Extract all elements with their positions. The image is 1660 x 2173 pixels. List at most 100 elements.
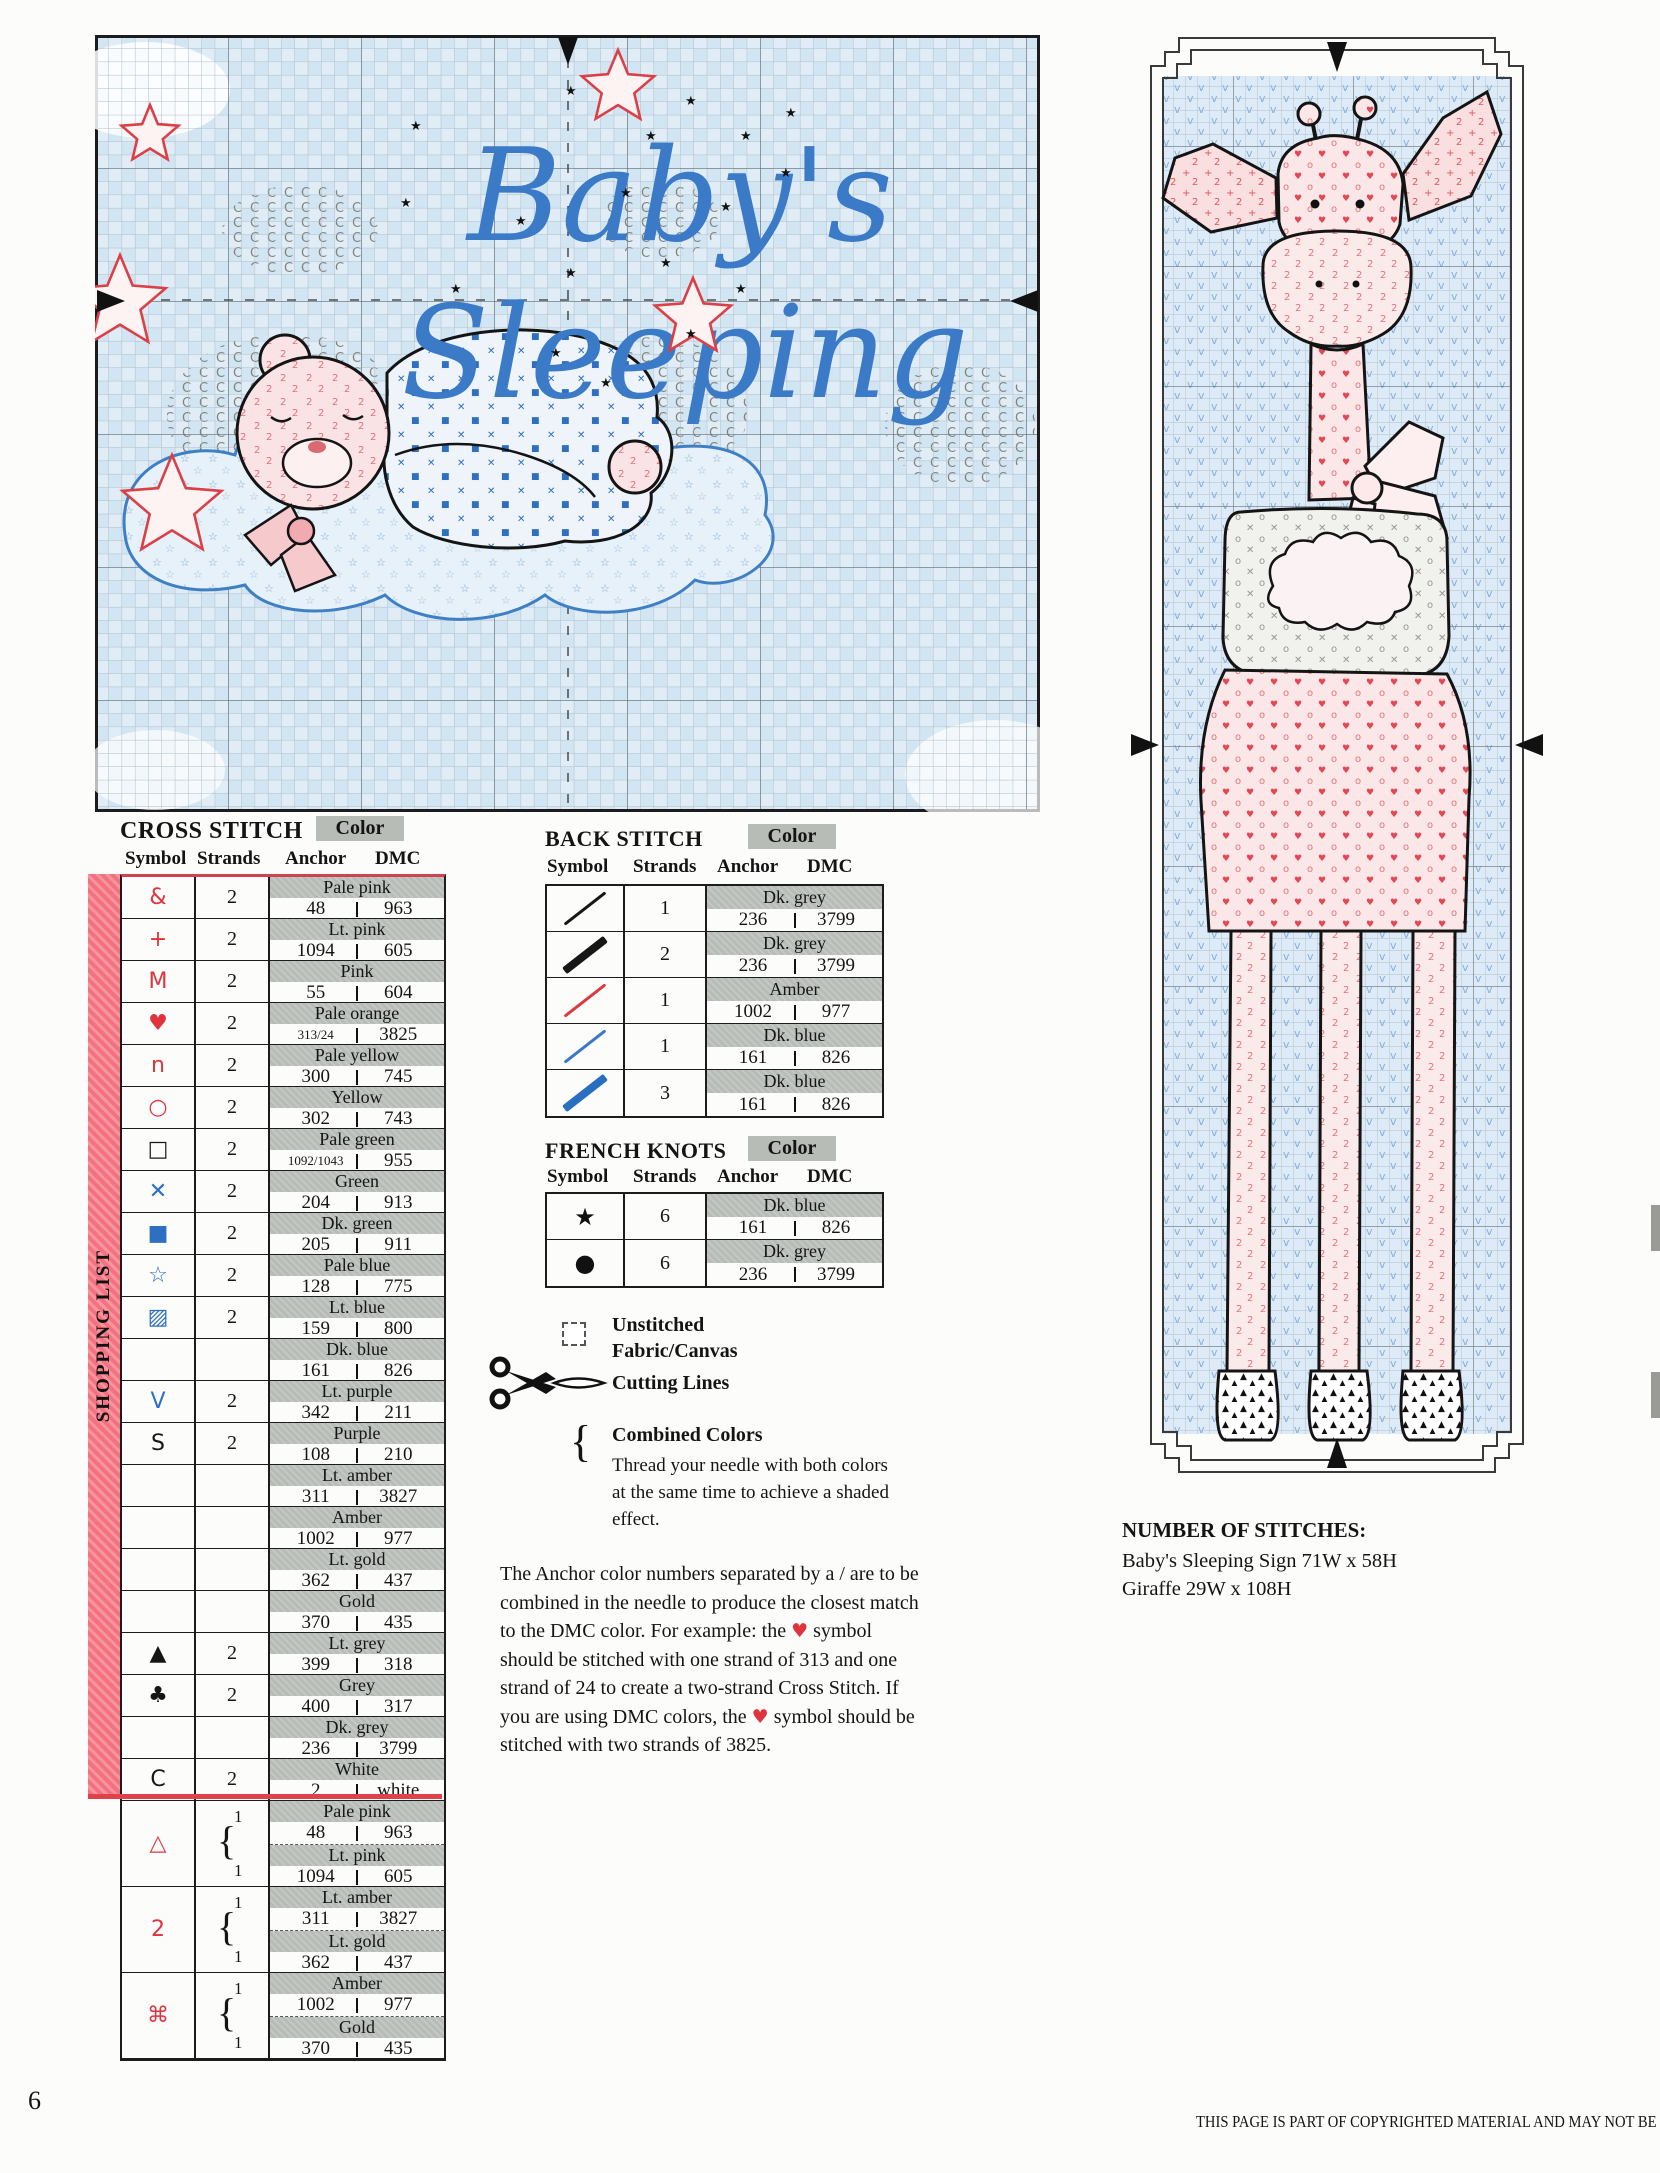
dmc-number: 317	[384, 1696, 413, 1717]
dmc-number: 745	[384, 1066, 413, 1087]
stitch-symbol: V	[150, 1388, 166, 1414]
col-symbol: Symbol	[547, 856, 609, 877]
stitch-symbol: △	[149, 1830, 167, 1856]
heart-icon: ♥	[791, 1620, 809, 1642]
bottom-center-arrow	[1327, 1438, 1347, 1468]
dmc-number: 826	[821, 1093, 851, 1115]
svg-text:★: ★	[780, 166, 792, 181]
color-entry: Purple 108 210	[270, 1423, 444, 1466]
strands-value: 2	[227, 1264, 237, 1286]
dmc-number: 963	[384, 1822, 413, 1843]
anchor-number: 2	[310, 1780, 321, 1801]
dmc-number: 775	[384, 1276, 413, 1297]
col-dmc: DMC	[807, 856, 853, 877]
color-entry: Amber 1002 977	[270, 1973, 444, 2016]
anchor-number: 236	[738, 1263, 768, 1285]
divider	[793, 1220, 796, 1236]
color-entry: Amber 1002 977	[707, 978, 882, 1023]
back-stitch-row: 1 Amber 1002 977	[547, 978, 882, 1024]
anchor-number: 342	[301, 1402, 330, 1423]
divider	[356, 943, 358, 959]
svg-text:★: ★	[735, 282, 747, 297]
stitch-symbol: 2	[151, 1916, 165, 1942]
anchor-number: 362	[301, 1570, 330, 1591]
color-name: Dk. green	[270, 1213, 444, 1234]
stitch-count-line: Baby's Sleeping Sign 71W x 58H	[1122, 1550, 1397, 1572]
divider	[356, 901, 358, 917]
color-name: Dk. blue	[707, 1070, 882, 1093]
dmc-number: 3827	[379, 1908, 418, 1929]
color-entry: Dk. grey 236 3799	[270, 1717, 444, 1760]
divider	[793, 1050, 796, 1066]
dmc-number: 963	[384, 898, 413, 919]
shopping-list-label: SHOPPING LIST	[93, 1249, 114, 1423]
color-name: Lt. gold	[270, 1931, 444, 1952]
color-name: White	[270, 1759, 444, 1780]
page-edge-mark	[1651, 1205, 1660, 1251]
strands-value: 2	[227, 1222, 237, 1244]
stitch-line-icon	[563, 1029, 607, 1064]
color-name: Gold	[270, 2017, 444, 2038]
page-number: 6	[28, 2086, 41, 2115]
color-entry: Dk. grey 236 3799	[707, 932, 882, 977]
divider	[356, 2041, 358, 2057]
anchor-number: 48	[306, 898, 326, 919]
number-of-stitches-title: NUMBER OF STITCHES:	[1122, 1518, 1367, 1542]
cross-stitch-row: □ 2 Pale green 1092/1043 955	[122, 1129, 444, 1171]
color-entry: Lt. grey 399 318	[270, 1633, 444, 1676]
cross-stitch-row: ♥ 2 Pale orange 313/24 3825	[122, 1003, 444, 1045]
bear-bow-knot	[286, 516, 316, 546]
french-knots-table: ★ 6 Dk. blue 161 826 ●	[545, 1192, 884, 1288]
color-name: Purple	[270, 1423, 444, 1444]
border-outer	[1150, 37, 1524, 1473]
strands-value: 2	[227, 1306, 237, 1328]
dmc-number: 3799	[817, 909, 855, 930]
color-entry: Pale pink 48 963	[270, 877, 444, 920]
color-name: Pale yellow	[270, 1045, 444, 1066]
dmc-number: 435	[384, 1612, 413, 1633]
dmc-number: 955	[384, 1150, 413, 1171]
cross-stitch-row: + 2 Lt. pink 1094 605	[122, 919, 444, 961]
divider	[793, 1267, 796, 1282]
color-name: Dk. grey	[707, 932, 882, 955]
color-entry: Lt. amber 311 3827	[270, 1887, 444, 1930]
divider	[356, 1997, 358, 2013]
color-entry: Grey 400 317	[270, 1675, 444, 1718]
bear-bow-right	[279, 533, 337, 593]
strands-value: 6	[625, 1194, 707, 1239]
strands-value: 1	[625, 886, 707, 931]
col-anchor: Anchor	[717, 856, 779, 877]
strands-brace: 1 { 1	[217, 1806, 243, 1880]
cross-stitch-row: △ 1 { 1 Pale pink	[122, 1801, 444, 1887]
divider	[356, 1237, 358, 1253]
stitch-line-icon	[562, 1073, 608, 1113]
dmc-number: 826	[821, 1217, 851, 1238]
color-entry: Gold 370 435	[270, 2016, 444, 2060]
stitch-line-icon	[563, 983, 607, 1018]
color-entry: Dk. blue 161 826	[707, 1194, 882, 1239]
divider	[356, 1869, 358, 1885]
dmc-number: 318	[384, 1654, 413, 1675]
combined-colors-description: Thread your needle with both colors at t…	[612, 1455, 889, 1530]
dmc-number: 3799	[817, 1263, 855, 1285]
color-entry: Lt. pink 1094 605	[270, 919, 444, 962]
color-name: Pale orange	[270, 1003, 444, 1024]
divider	[356, 1195, 358, 1211]
color-entry: Pale blue 128 775	[270, 1255, 444, 1298]
back-stitch-title: BACK STITCH	[545, 826, 703, 851]
color-name: Pale blue	[270, 1255, 444, 1276]
bear-eye-right	[342, 413, 364, 421]
color-entry: Gold 370 435	[270, 1591, 444, 1634]
cross-stitch-row: Dk. blue 161 826	[122, 1339, 444, 1381]
french-knot-row: ● 6 Dk. grey 236 3799	[547, 1240, 882, 1286]
cross-stitch-row: ○ 2 Yellow 302 743	[122, 1087, 444, 1129]
divider	[356, 1069, 358, 1085]
strands-brace: 1 { 1	[217, 1978, 243, 2052]
knot-symbol: ●	[574, 1249, 596, 1277]
strands-brace: 1 { 1	[217, 1892, 243, 1966]
col-dmc: DMC	[807, 1166, 853, 1187]
color-name: Grey	[270, 1675, 444, 1696]
svg-text:★: ★	[565, 84, 577, 99]
cross-stitch-column-headers: Symbol Strands Anchor DMC	[120, 848, 442, 872]
french-knot-stars: ★ ★ ★ ★ ★ ★ ★ ★ ★ ★ ★ ★ ★ ★ ★ ★ ★ ★	[400, 84, 797, 391]
